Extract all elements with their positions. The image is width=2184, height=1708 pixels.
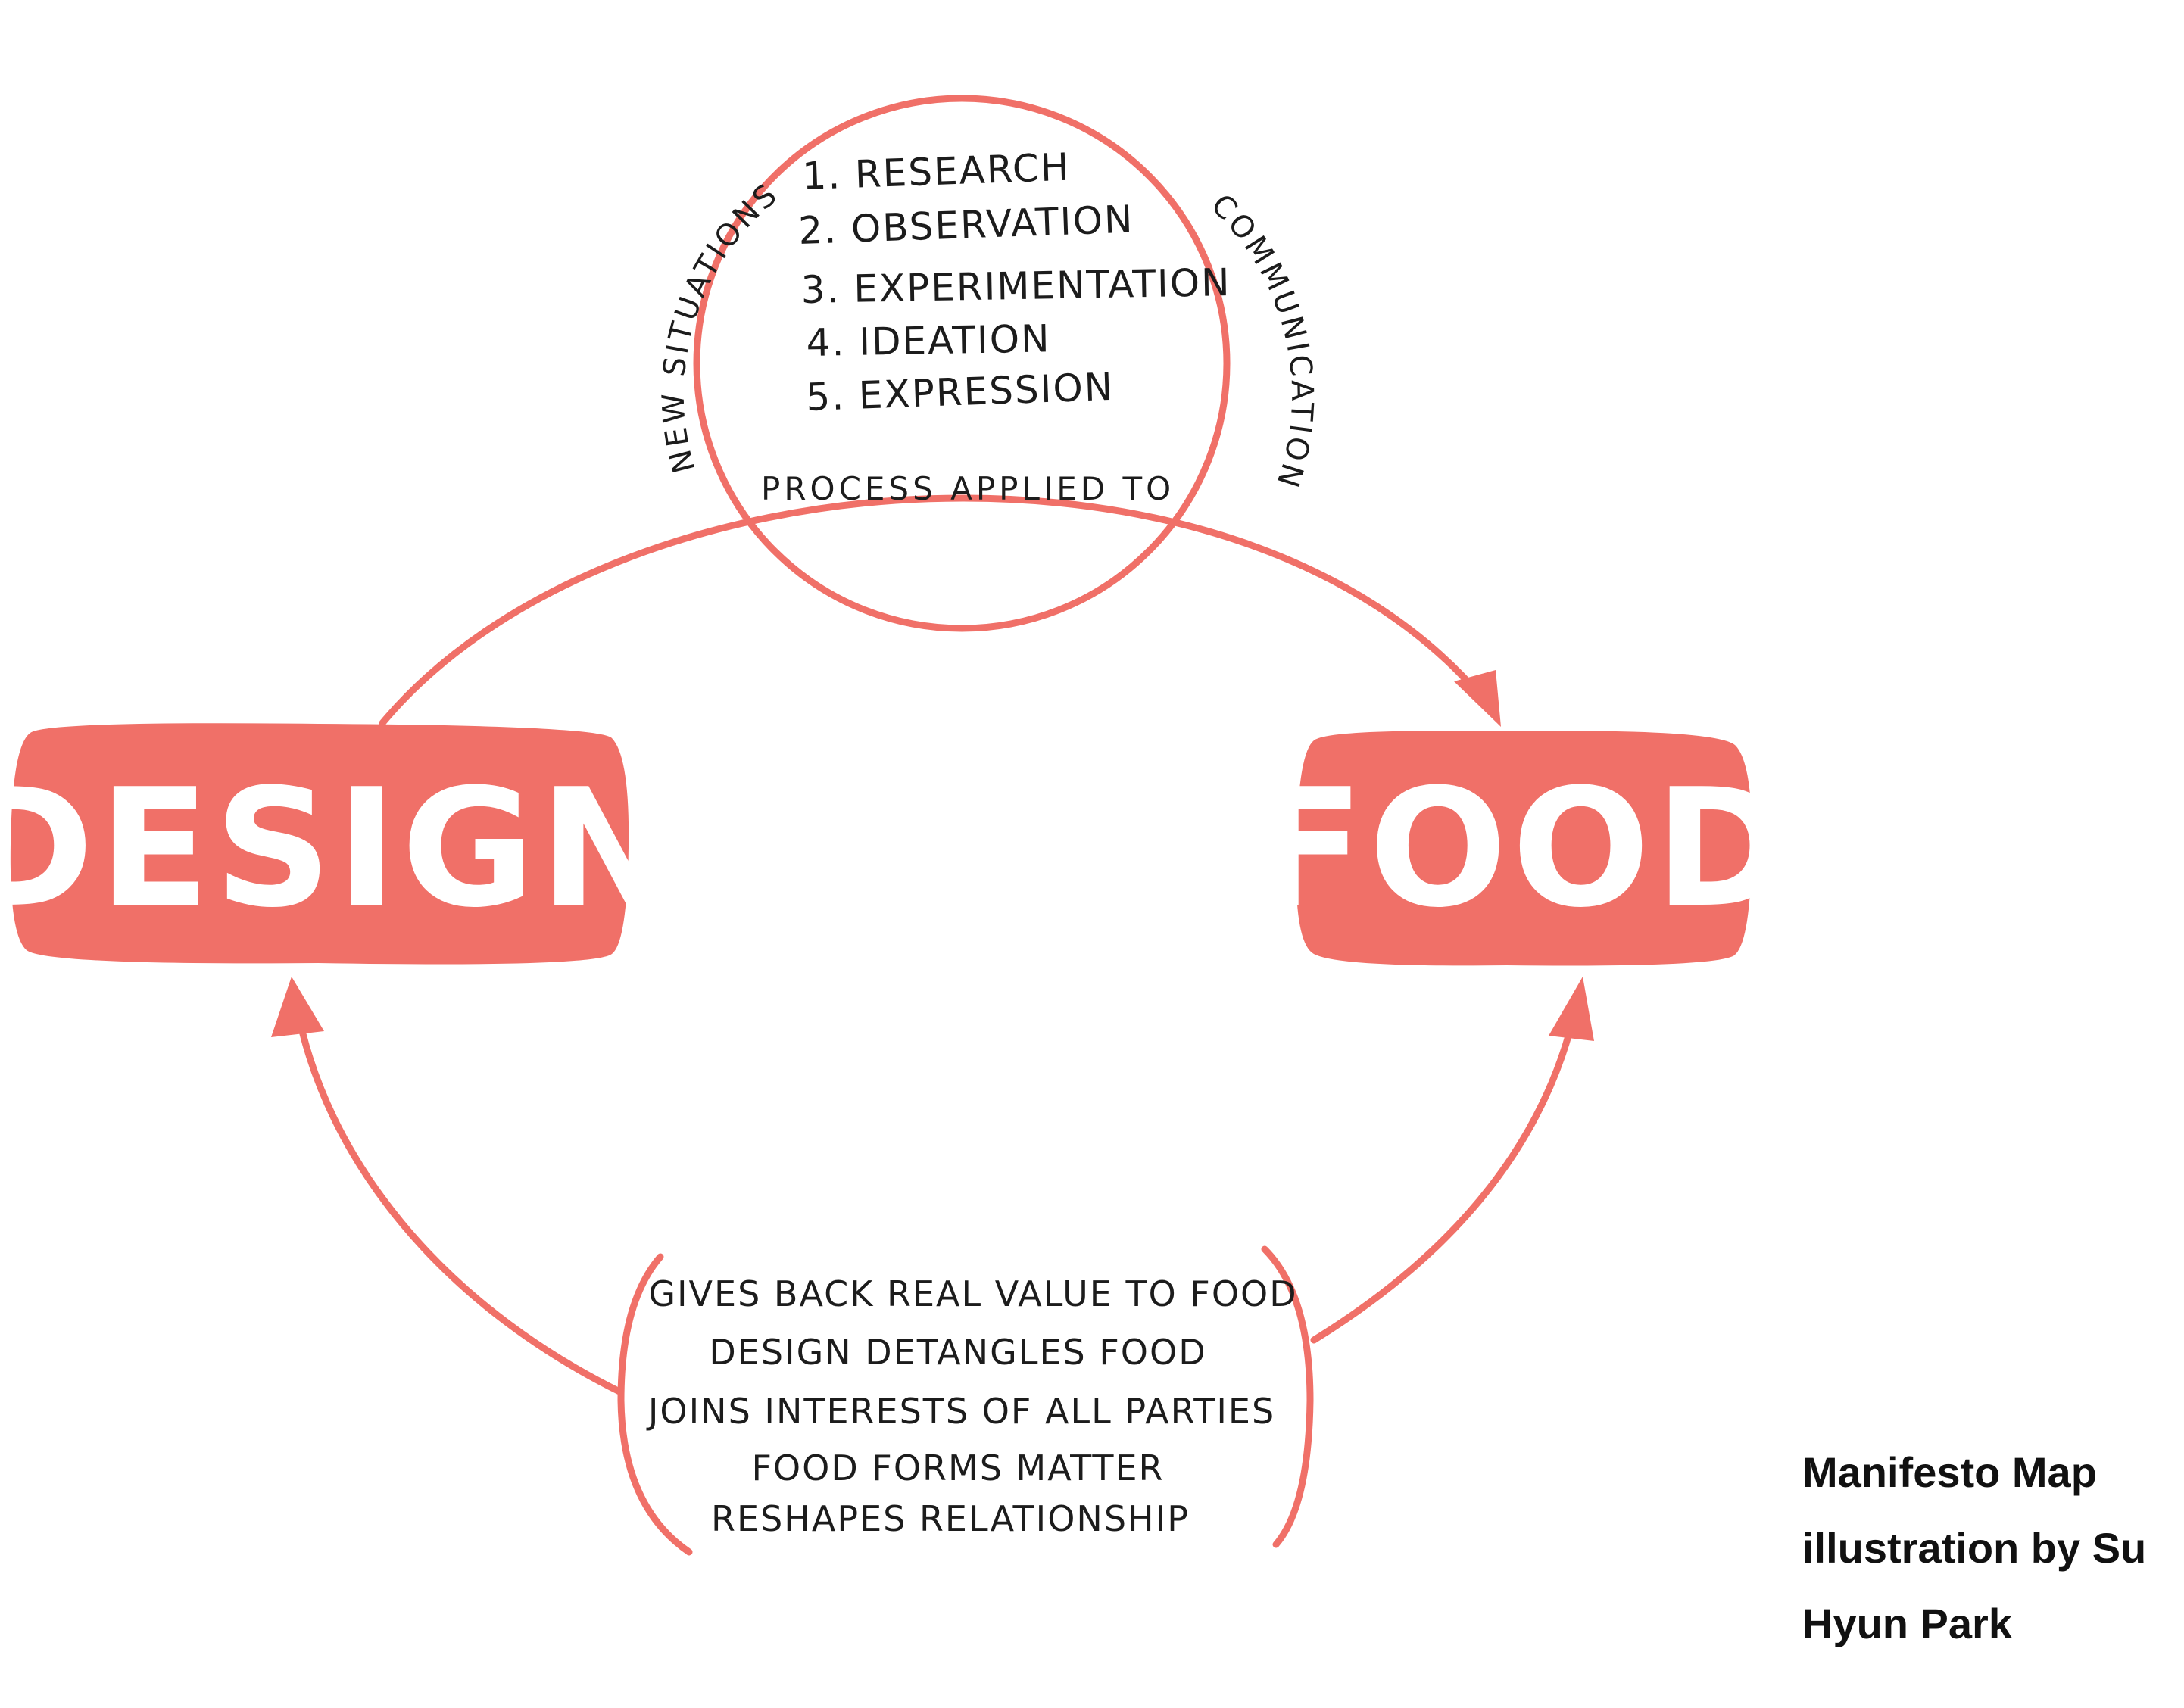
outcomes-bracket-left	[617, 1253, 693, 1556]
design-label: DESIGN	[0, 753, 680, 943]
arrow-outcomes-to-food	[1310, 999, 1580, 1344]
outcome-item: GIVES BACK REAL VALUE TO FOOD	[648, 1273, 1297, 1314]
arrowhead-to-food-top	[1454, 670, 1501, 727]
process-applied-label: PROCESS APPLIED TO	[761, 470, 1175, 507]
process-step: 1. RESEARCH	[801, 145, 1071, 198]
arrowhead-to-design	[271, 977, 324, 1037]
outcome-item: FOOD FORMS MATTER	[751, 1448, 1164, 1488]
arrow-outcomes-to-design	[293, 1003, 623, 1395]
outcomes-bracket-right	[1261, 1245, 1314, 1548]
process-step: 5. EXPRESSION	[805, 365, 1115, 419]
new-situations-text: NEW SITUATIONS	[656, 176, 782, 476]
arrowhead-to-food-bottom	[1549, 977, 1594, 1041]
outcome-item: DESIGN DETANGLES FOOD	[709, 1332, 1206, 1373]
outcome-item: JOINS INTERESTS OF ALL PARTIES	[646, 1391, 1275, 1432]
design-box	[10, 723, 629, 965]
process-circle	[693, 95, 1231, 632]
communication-text: COMMUNICATION	[1204, 188, 1316, 494]
arc-label-communication: COMMUNICATION	[1204, 188, 1319, 494]
process-step: 4. IDEATION	[806, 316, 1051, 365]
outcome-item: RESHAPES RELATIONSHIP	[711, 1498, 1190, 1539]
caption-line: Manifesto Map	[1802, 1448, 2097, 1496]
illustration-caption: Manifesto Map illustration by Su Hyun Pa…	[1802, 1435, 2166, 1662]
outcomes-list: GIVES BACK REAL VALUE TO FOOD DESIGN DET…	[646, 1273, 1297, 1539]
arrow-design-to-food	[379, 494, 1488, 727]
process-step: 3. EXPERIMENTATION	[800, 260, 1231, 312]
process-steps-list: 1. RESEARCH 2. OBSERVATION 3. EXPERIMENT…	[797, 145, 1231, 419]
process-step: 2. OBSERVATION	[797, 198, 1134, 253]
caption-line: Hyun Park	[1802, 1600, 2012, 1647]
arc-label-new-situations: NEW SITUATIONS	[656, 176, 785, 476]
caption-line: illustration by Su	[1802, 1524, 2147, 1572]
food-label: FOOD	[1253, 753, 1795, 943]
food-box	[1296, 731, 1752, 966]
